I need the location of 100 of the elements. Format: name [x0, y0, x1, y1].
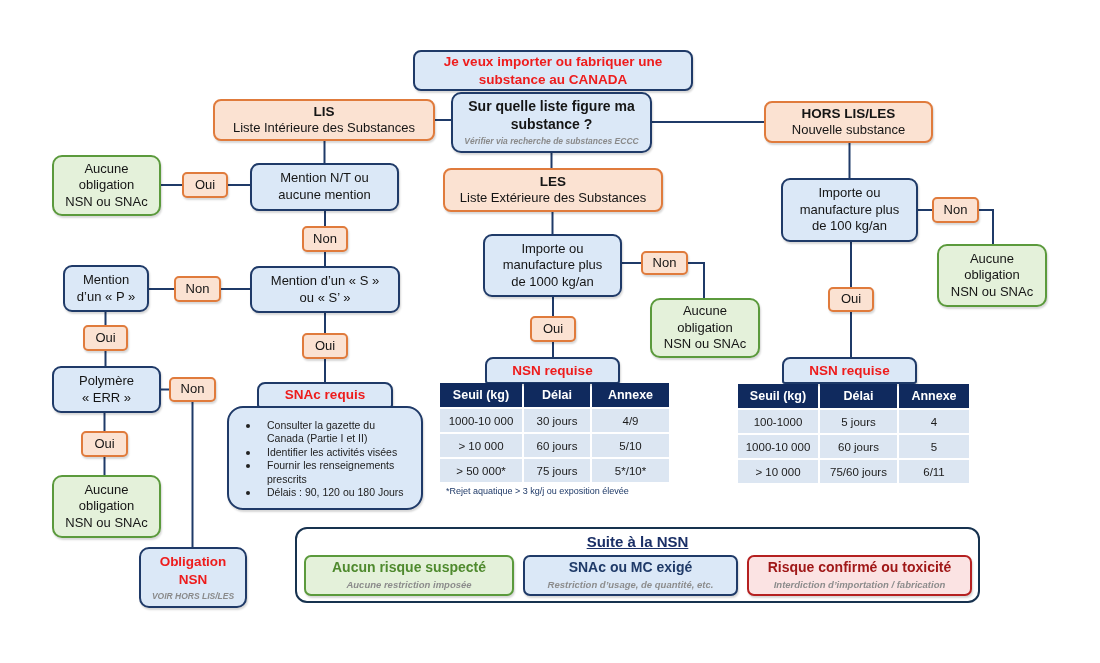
result-box	[523, 555, 738, 596]
tab-title: NSN requise	[512, 361, 593, 380]
outcome-box	[52, 475, 161, 538]
connector-line	[191, 401, 194, 548]
connector-line	[687, 262, 705, 299]
hint-text: Vérifier via recherche de substances ECCC	[464, 136, 639, 148]
choice-tag	[174, 276, 221, 302]
hint-text: VOIR HORS LIS/LES	[151, 590, 235, 602]
list-code: HORS LIS/LES	[801, 105, 896, 123]
table-cell: 6/11	[899, 460, 969, 483]
connector-line	[148, 288, 175, 290]
table-cell: 5 jours	[820, 410, 897, 433]
table-cell: 5*/10*	[592, 459, 669, 482]
list-name: Liste Intérieure des Substances	[232, 120, 416, 137]
obligation-text: Obligation NSN	[158, 553, 228, 588]
choice-text: Non	[943, 201, 968, 219]
choice-text: Non	[185, 280, 210, 298]
connector-line	[850, 241, 852, 288]
connector-line	[220, 288, 251, 290]
decision-text: Importe ou manufacture plus de 1000 kg/an	[501, 240, 604, 291]
table-cell: 75/60 jours	[820, 460, 897, 483]
follow-up-panel	[295, 527, 980, 603]
table-cell: 4/9	[592, 409, 669, 432]
result-title: SNAc ou MC exigé	[568, 559, 693, 578]
tab-title: SNAc requis	[284, 386, 366, 404]
outcome-box	[650, 298, 760, 358]
decision-text: Mention N/T ou aucune mention	[277, 170, 372, 204]
result-box	[304, 555, 514, 596]
connector-line	[848, 142, 851, 179]
table-cell: 60 jours	[524, 434, 590, 457]
choice-tag	[81, 431, 128, 457]
connector-line	[324, 358, 326, 383]
choice-tag	[932, 197, 979, 223]
requirement-tab	[257, 382, 393, 408]
list-box	[764, 101, 933, 143]
table-cell: 1000-10 000	[440, 409, 522, 432]
table-header-cell: Délai	[524, 383, 590, 407]
table-cell: > 10 000	[440, 434, 522, 457]
bullet-text: Délais : 90, 120 ou 180 Jours	[267, 486, 405, 500]
list-code: LES	[539, 173, 567, 191]
start-box	[413, 50, 693, 91]
table-cell: > 50 000*	[440, 459, 522, 482]
list-code: LIS	[313, 103, 335, 121]
choice-tag	[302, 333, 348, 359]
connector-line	[324, 312, 326, 334]
decision-box	[63, 265, 149, 312]
result-note: Aucune restriction imposée	[346, 579, 472, 592]
details-box	[227, 406, 423, 510]
result-title: Risque confirmé ou toxicité	[767, 559, 952, 578]
decision-text: Mention d’un « S » ou « S’ »	[269, 272, 381, 307]
connector-line	[850, 311, 852, 358]
connector-line	[160, 388, 170, 391]
decision-box	[781, 178, 918, 242]
connector-line	[324, 251, 326, 267]
question-box	[451, 92, 652, 153]
tab-title: NSN requise	[809, 361, 890, 380]
choice-tag	[828, 287, 874, 312]
table-cell: 75 jours	[524, 459, 590, 482]
decision-text: Importe ou manufacture plus de 100 kg/an	[798, 185, 901, 235]
table-cell: > 10 000	[738, 460, 818, 483]
table-cell: 5	[899, 435, 969, 458]
connector-line	[103, 412, 106, 432]
connector-line	[103, 456, 106, 476]
result-note: Interdiction d’importation / fabrication	[773, 579, 946, 592]
table-cell: 5/10	[592, 434, 669, 457]
connector-line	[434, 119, 452, 121]
connector-line	[552, 341, 554, 358]
list-box	[443, 168, 663, 212]
choice-tag	[641, 251, 688, 275]
decision-box	[52, 366, 161, 413]
connector-line	[978, 209, 994, 245]
decision-text: Mention d’un « P »	[75, 271, 137, 306]
connector-line	[917, 209, 933, 211]
bullet-text: Consulter la gazette du Canada (Partie I et II)	[267, 418, 376, 446]
choice-text: Non	[652, 254, 677, 272]
table-header-cell: Annexe	[592, 383, 669, 407]
outcome-text: Aucune obligation NSN ou SNAc	[64, 481, 149, 532]
table-cell: 100-1000	[738, 410, 818, 433]
outcome-text: Aucune obligation NSN ou SNAc	[64, 160, 149, 211]
connector-line	[104, 350, 107, 367]
question-text: Sur quelle liste figure ma substance ?	[467, 97, 636, 134]
outcome-box	[937, 244, 1047, 307]
choice-text: Non	[313, 230, 337, 248]
choice-text: Non	[180, 381, 205, 398]
bullet-text: Fournir les renseignements prescrits	[267, 459, 396, 486]
choice-text: Oui	[194, 176, 216, 194]
obligation-box	[139, 547, 247, 608]
choice-tag	[83, 325, 128, 351]
table-header-cell: Délai	[820, 384, 897, 408]
choice-text: Oui	[95, 329, 116, 347]
connector-line	[160, 184, 183, 186]
connector-line	[104, 311, 107, 326]
choice-text: Oui	[840, 291, 862, 308]
table-cell: 30 jours	[524, 409, 590, 432]
connector-line	[324, 210, 326, 227]
bullet-text: Identifier les activités visées	[267, 445, 399, 459]
start-text: Je veux importer ou fabriquer une substance au CANADA	[442, 53, 664, 88]
list-box	[213, 99, 435, 141]
result-note: Restriction d’usage, de quantité, etc.	[547, 579, 714, 592]
connector-line	[550, 152, 553, 169]
